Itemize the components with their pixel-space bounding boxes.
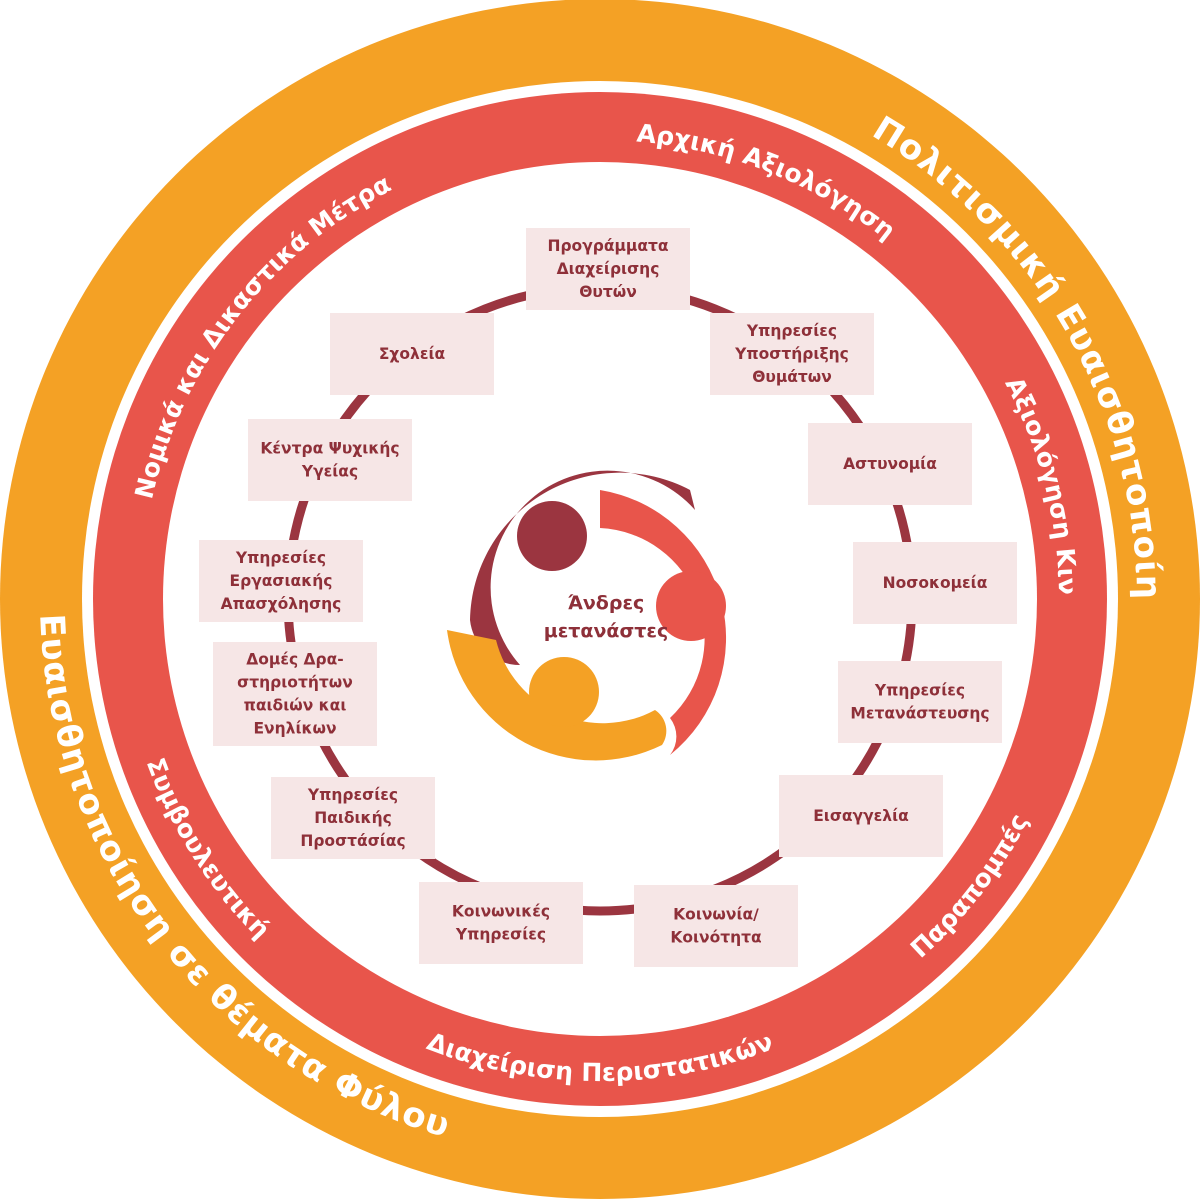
service-node-label-line: Απασχόλησης [221, 595, 342, 613]
service-node-label-line: Υγείας [301, 463, 358, 481]
service-node-label-line: Κοινωνία/ [673, 906, 759, 924]
figure-orange-arm [447, 630, 667, 761]
service-node-label-line: Δομές Δρα- [246, 651, 343, 669]
service-node-box [330, 313, 494, 395]
service-node-label-line: Αστυνομία [843, 455, 937, 473]
service-node-label-line: Σχολεία [379, 345, 445, 363]
service-node-box [271, 777, 435, 859]
service-node-box [213, 642, 377, 746]
service-node-box [853, 542, 1017, 624]
service-node-label-line: Υπηρεσίες [307, 786, 398, 804]
service-node-label-line: Νοσοκομεία [883, 574, 988, 592]
center-title-line-2: μετανάστες [544, 620, 669, 642]
figure-red-arm [600, 490, 727, 755]
service-node-label-line: Υπηρεσίες [235, 549, 326, 567]
service-node-box [838, 661, 1002, 743]
service-node-box [526, 228, 690, 310]
service-node-label-line: Εισαγγελία [813, 807, 909, 825]
service-node-label-line: Προγράμματα [547, 237, 668, 255]
service-node-label-line: Υποστήριξης [734, 345, 849, 363]
service-node-box [779, 775, 943, 857]
service-node-prosecutor: Εισαγγελία [779, 775, 943, 857]
service-node-label-line: Προστάσίας [300, 832, 405, 850]
service-node-label-line: Θυμάτων [752, 368, 832, 386]
service-node-label-line: παιδιών και [244, 697, 347, 715]
service-node-label-line: Υπηρεσίες [455, 926, 546, 944]
service-node-label-line: Παιδικής [314, 809, 392, 827]
center-title-line-1: Άνδρες [568, 592, 645, 614]
service-nodes: ΠρογράμματαΔιαχείρισηςΘυτώνΥπηρεσίεςΥποσ… [199, 228, 1017, 967]
figure-red-head [656, 571, 726, 641]
service-node-box [634, 885, 798, 967]
service-node-box [419, 882, 583, 964]
service-node-label-line: Κοινωνικές [452, 903, 550, 921]
figure-orange-head [529, 657, 599, 727]
service-node-label-line: Διαχείρισης [557, 260, 660, 278]
service-node-schools: Σχολεία [330, 313, 494, 395]
service-node-hospitals: Νοσοκομεία [853, 542, 1017, 624]
service-node-label-line: Μετανάστευσης [850, 705, 989, 723]
service-node-label-line: Εργασιακής [230, 572, 333, 590]
service-node-label-line: Υπηρεσίες [746, 322, 837, 340]
service-node-label-line: Θυτών [579, 283, 637, 301]
service-node-label-line: Κοινότητα [670, 929, 761, 947]
service-node-box [808, 423, 972, 505]
service-node-community: Κοινωνία/Κοινότητα [634, 885, 798, 967]
people-circle-icon [447, 470, 727, 761]
figure-dark-head [517, 501, 587, 571]
service-node-label-line: στηριοτήτων [237, 674, 353, 692]
service-node-box [710, 313, 874, 395]
service-node-box [199, 540, 363, 622]
service-node-police: Αστυνομία [808, 423, 972, 505]
service-node-label-line: Ενηλίκων [253, 720, 336, 738]
service-node-label-line: Κέντρα Ψυχικής [260, 440, 399, 458]
service-node-label-line: Υπηρεσίες [874, 682, 965, 700]
service-node-box [248, 419, 412, 501]
